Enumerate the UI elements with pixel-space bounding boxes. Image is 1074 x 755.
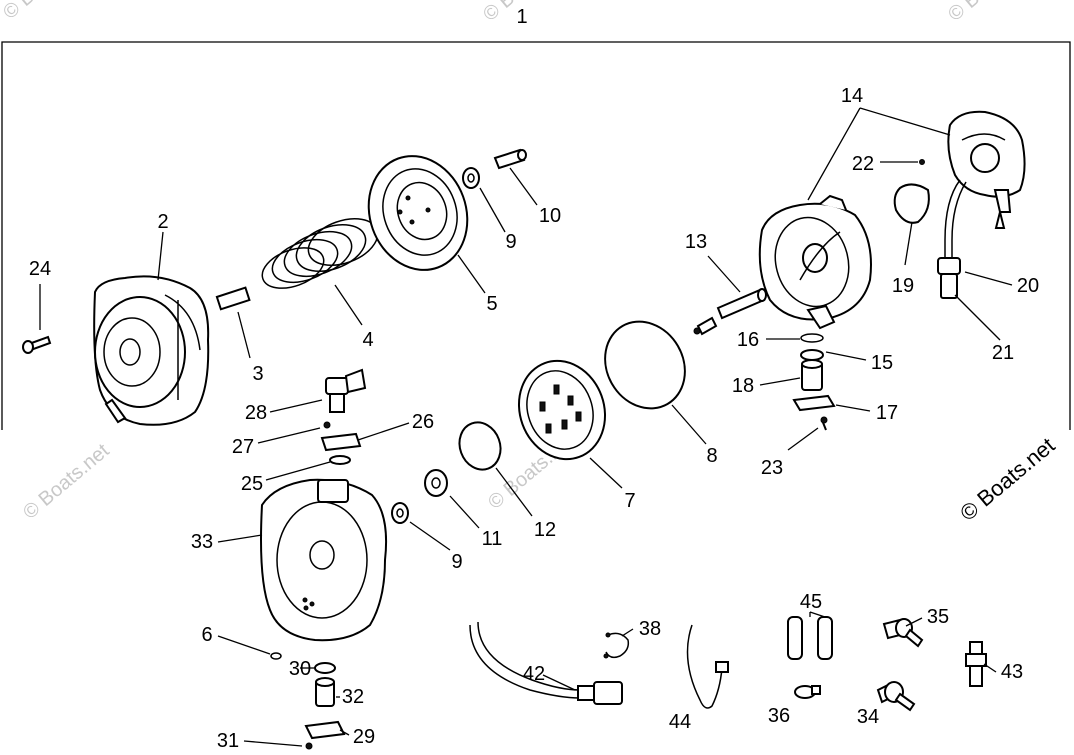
part-screw-31 xyxy=(305,742,313,750)
callout-labels: 1 2 3 4 5 6 7 8 9 9 10 11 12 13 14 15 16… xyxy=(29,6,1039,752)
callout-34: 34 xyxy=(857,706,879,728)
copyright-text: © Boats.net xyxy=(955,433,1059,526)
part-pin-10 xyxy=(493,148,527,170)
callout-3: 3 xyxy=(252,363,263,385)
part-fitting-32 xyxy=(315,677,335,707)
callout-25: 25 xyxy=(241,473,263,495)
callout-22: 22 xyxy=(852,153,874,175)
callout-26: 26 xyxy=(412,411,434,433)
callout-21: 21 xyxy=(992,342,1014,364)
part-gasket-12 xyxy=(458,421,502,471)
callout-38: 38 xyxy=(639,618,661,640)
part-oring-15 xyxy=(800,349,824,361)
callout-8: 8 xyxy=(706,445,717,467)
part-clip-38 xyxy=(603,632,630,659)
callout-14: 14 xyxy=(841,85,863,107)
part-harness-42 xyxy=(469,621,623,705)
part-elbow-28 xyxy=(325,368,367,413)
callout-42: 42 xyxy=(523,663,545,685)
part-diaphragm-plate-5 xyxy=(367,155,469,271)
part-ball-22 xyxy=(919,159,925,165)
part-oring-6 xyxy=(270,652,282,660)
part-oring-8 xyxy=(604,320,686,410)
part-strap-44 xyxy=(686,624,729,709)
part-screw-27 xyxy=(323,421,331,429)
callout-9-lower: 9 xyxy=(451,551,462,573)
part-pin-3 xyxy=(215,286,251,311)
part-screw-24 xyxy=(22,335,52,354)
part-valve-disc-7 xyxy=(517,359,607,461)
part-spring-4 xyxy=(261,217,379,289)
part-washer-9-lower xyxy=(391,502,409,524)
callout-16: 16 xyxy=(737,329,759,351)
callout-15: 15 xyxy=(871,352,893,374)
callout-30: 30 xyxy=(289,658,311,680)
callout-27: 27 xyxy=(232,436,254,458)
leader-lines xyxy=(39,107,1013,747)
part-oring-16 xyxy=(800,333,824,343)
callout-45: 45 xyxy=(800,591,822,613)
watermarks: © Boats.net © Boats.net © Boats.net © Bo… xyxy=(0,0,1039,524)
callout-4: 4 xyxy=(362,329,373,351)
part-oring-30 xyxy=(314,662,336,674)
part-plate-26 xyxy=(320,432,362,452)
callout-9: 9 xyxy=(505,231,516,253)
part-fitting-18 xyxy=(801,359,823,391)
callout-6: 6 xyxy=(201,624,212,646)
part-hoses-45 xyxy=(787,616,833,660)
callout-2: 2 xyxy=(157,211,168,233)
callout-12: 12 xyxy=(534,519,556,541)
callout-13: 13 xyxy=(685,231,707,253)
assembly-bracket xyxy=(1,41,1071,430)
part-valve-body-14 xyxy=(758,194,872,330)
callout-43: 43 xyxy=(1001,661,1023,683)
callout-33: 33 xyxy=(191,531,213,553)
part-valve-35 xyxy=(882,618,924,648)
part-washer-11 xyxy=(424,469,448,497)
watermark: © Boats.net xyxy=(0,0,94,24)
part-pin-13 xyxy=(693,288,767,336)
part-valve-34 xyxy=(876,681,916,712)
callout-5: 5 xyxy=(486,293,497,315)
callout-24: 24 xyxy=(29,258,51,280)
callout-19: 19 xyxy=(892,275,914,297)
part-clamp-36 xyxy=(794,685,821,699)
part-pump-cover xyxy=(93,275,210,426)
callout-17: 17 xyxy=(876,402,898,424)
callout-10: 10 xyxy=(539,205,561,227)
callout-18: 18 xyxy=(732,375,754,397)
part-plate-29 xyxy=(304,720,346,740)
part-washer-9 xyxy=(462,167,480,189)
part-fitting-43 xyxy=(965,641,987,687)
callout-36: 36 xyxy=(768,705,790,727)
callout-20: 20 xyxy=(1017,275,1039,297)
part-gasket-19 xyxy=(893,183,930,224)
part-fitting-14 xyxy=(947,110,1026,229)
callout-23: 23 xyxy=(761,457,783,479)
callout-31: 31 xyxy=(217,730,239,752)
callout-32: 32 xyxy=(342,686,364,708)
part-pump-body-33 xyxy=(260,478,388,642)
callout-7: 7 xyxy=(624,490,635,512)
callout-44: 44 xyxy=(669,711,691,733)
part-plate-17 xyxy=(792,394,836,412)
part-harness-20 xyxy=(937,179,967,299)
callout-28: 28 xyxy=(245,402,267,424)
callout-35: 35 xyxy=(927,606,949,628)
callout-29: 29 xyxy=(353,726,375,748)
callout-1: 1 xyxy=(516,6,527,28)
watermark: © Boats.net xyxy=(19,439,114,523)
callout-11: 11 xyxy=(482,528,503,550)
watermark: © Boats.net xyxy=(944,0,1039,26)
part-oring-25 xyxy=(329,455,351,465)
